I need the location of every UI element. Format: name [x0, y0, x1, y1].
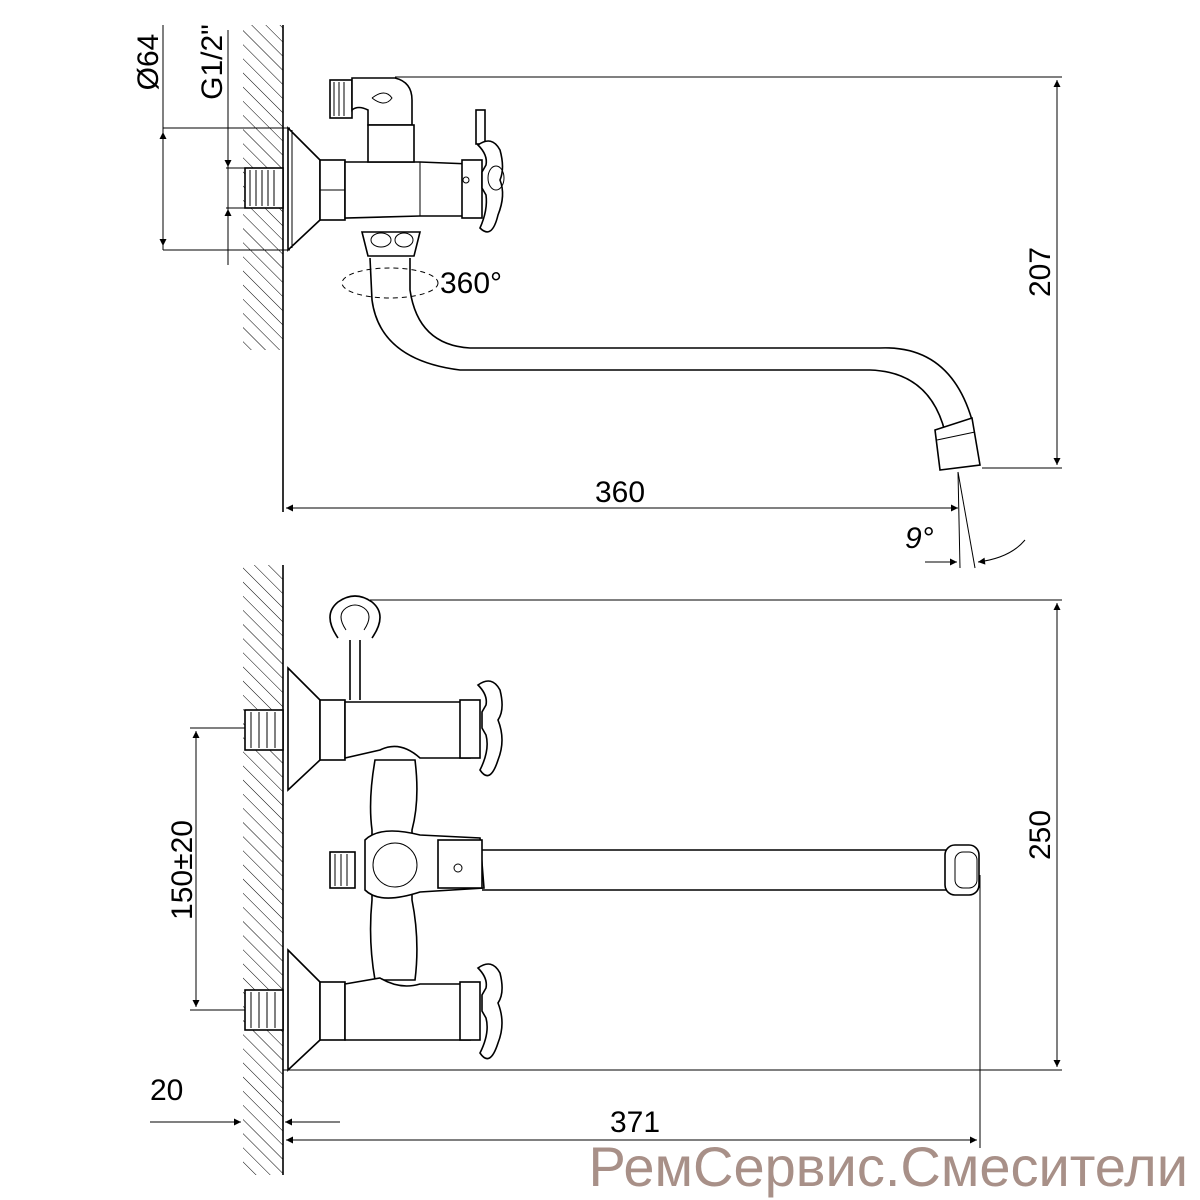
height-207-label: 207	[1024, 247, 1057, 297]
lower-cross-handle	[476, 963, 503, 1060]
upper-flange	[287, 666, 321, 792]
swivel-angle-label: 360°	[440, 267, 502, 300]
lower-flange	[287, 948, 321, 1072]
wall-hatch-front	[243, 565, 283, 1175]
wall-offset-label: 20	[150, 1074, 183, 1107]
spout-end-cap	[944, 844, 980, 896]
reach-360-label: 360	[595, 476, 645, 509]
inlet-spacing-label: 150±20	[166, 820, 199, 920]
front-view: 250 150±20 20 371	[150, 565, 1062, 1175]
shower-outlet-thread	[329, 79, 353, 119]
spout	[369, 257, 946, 433]
tilt-angle-label: 9°	[905, 522, 934, 555]
thread-size-label: G1/2"	[196, 24, 229, 100]
flange	[287, 126, 321, 252]
shower-holder-hook	[329, 595, 381, 639]
swivel-ellipse	[341, 267, 439, 299]
upper-cross-handle	[476, 680, 503, 777]
lever-pin	[475, 109, 486, 145]
inlet-thread	[244, 167, 284, 209]
flange-diameter-label: Ø64	[132, 34, 165, 91]
upper-valve-body	[344, 701, 471, 760]
lower-valve-body	[344, 977, 471, 1041]
height-250-label: 250	[1024, 810, 1057, 860]
reach-371-label: 371	[610, 1106, 660, 1139]
top-view: 360° 207 360 9° Ø64 G1/2"	[132, 24, 1062, 569]
elbow	[351, 77, 413, 126]
aerator	[934, 416, 981, 471]
swivel-nut	[360, 231, 422, 257]
diverter-outlet-thread	[329, 851, 356, 889]
watermark: РемСервис.Смесители	[589, 1135, 1188, 1198]
valve-body	[344, 161, 471, 219]
